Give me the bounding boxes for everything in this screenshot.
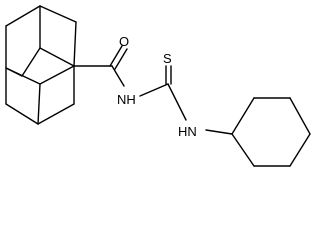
amide-nh-label: NH (117, 92, 136, 107)
bond-carbonyl-double-2 (114, 48, 128, 70)
bond-ring-3 (289, 97, 311, 135)
sulfur-label: S (163, 51, 172, 66)
bond-thiocarbon-to-hn (167, 83, 187, 121)
bond-cage-15 (39, 47, 75, 67)
amine-nh-label: HN (178, 124, 197, 139)
structure-diagram: O S NH HN (5, 5, 311, 167)
bond-ring-1 (231, 97, 255, 135)
bond-cage-13 (21, 47, 41, 77)
bond-carbonyl-double-1 (109, 45, 123, 67)
bond-cage-2 (5, 5, 41, 27)
bond-cage-14 (5, 67, 23, 77)
bond-carbonyl-to-nh (111, 65, 125, 87)
bond-hn-to-cyclohexyl (205, 129, 233, 135)
bond-cage-4 (73, 21, 77, 67)
linker (73, 45, 233, 135)
bond-ring-6 (231, 133, 255, 167)
bond-nh-to-thiocarbon (139, 83, 169, 97)
bond-cage-9 (5, 103, 39, 125)
bond-cage-8 (37, 83, 41, 125)
bond-cage-7 (39, 65, 75, 85)
molecule-drawing: O S NH HN (5, 5, 311, 167)
adamantane-cage (5, 5, 77, 125)
cyclohexane-ring (231, 97, 311, 167)
bond-ring-4 (289, 133, 311, 167)
bond-cage-11 (37, 103, 75, 125)
bond-cage-1 (39, 5, 77, 23)
atom-labels: O S NH HN (117, 34, 197, 139)
oxygen-label: O (119, 34, 129, 49)
